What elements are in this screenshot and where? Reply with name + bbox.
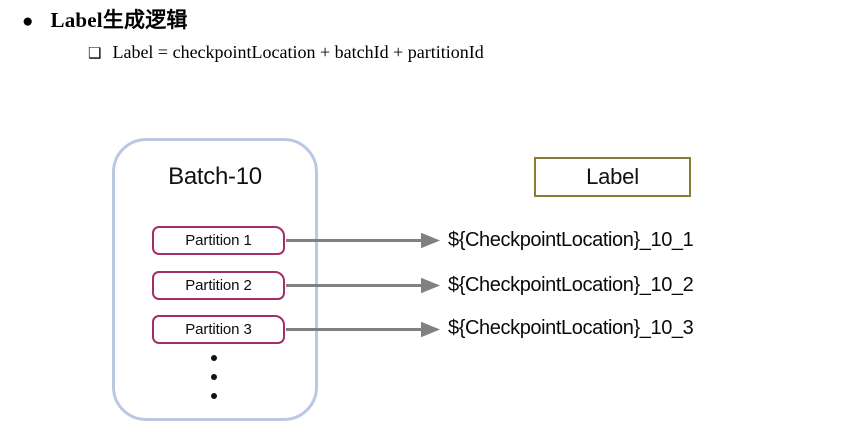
bullet-dot-icon: ● bbox=[22, 11, 34, 32]
label-formula-text: Label = checkpointLocation + batchId + p… bbox=[112, 42, 484, 62]
hollow-square-bullet-icon: ❑ bbox=[88, 46, 102, 62]
partition-box-2[interactable]: Partition 2 bbox=[152, 271, 285, 300]
page-title: Label生成逻辑 bbox=[50, 8, 188, 32]
label-value-2: ${CheckpointLocation}_10_2 bbox=[448, 274, 694, 296]
ellipsis-dot bbox=[211, 393, 217, 399]
label-value-3: ${CheckpointLocation}_10_3 bbox=[448, 317, 694, 339]
vertical-ellipsis-icon bbox=[206, 355, 222, 412]
batch-container bbox=[112, 138, 318, 421]
label-value-1: ${CheckpointLocation}_10_1 bbox=[448, 229, 694, 251]
label-header-box: Label bbox=[534, 157, 691, 197]
header-sub-bullet-line: ❑ Label = checkpointLocation + batchId +… bbox=[88, 42, 484, 63]
ellipsis-dot bbox=[211, 355, 217, 361]
ellipsis-dot bbox=[211, 374, 217, 380]
batch-title: Batch-10 bbox=[168, 163, 262, 190]
partition-box-1[interactable]: Partition 1 bbox=[152, 226, 285, 255]
header-bullet-line: ● Label生成逻辑 bbox=[22, 4, 188, 34]
partition-box-3[interactable]: Partition 3 bbox=[152, 315, 285, 344]
